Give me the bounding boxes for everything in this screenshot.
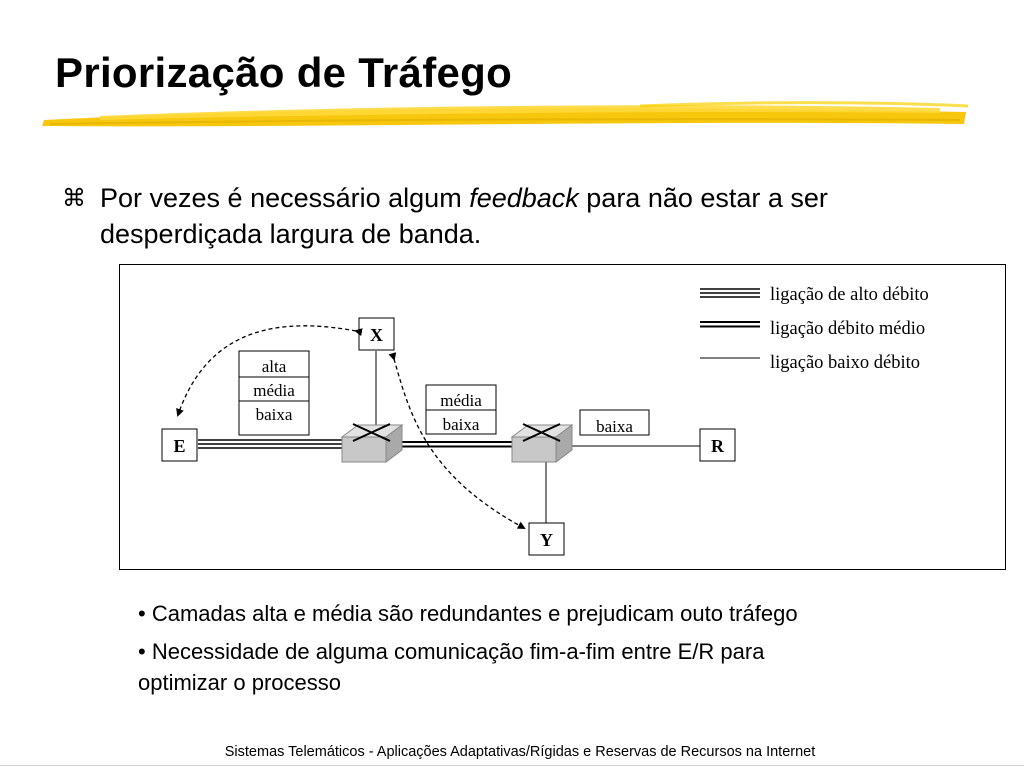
layer-box-3-item-1: baixa <box>596 417 633 436</box>
node-y-label: Y <box>540 530 553 550</box>
layer-box-1-item-2: média <box>253 381 295 400</box>
node-x: X <box>358 317 395 351</box>
router-1 <box>340 423 404 463</box>
sub-bullet-text: Camadas alta e média são redundantes e p… <box>145 601 798 626</box>
layer-box-router1-router2: média baixa <box>425 384 497 435</box>
legend-medium-line <box>700 321 760 328</box>
network-diagram: ligação de alto débito ligação débito mé… <box>119 264 1006 570</box>
router-2 <box>510 423 574 463</box>
slide-title: Priorização de Tráfego <box>55 49 513 96</box>
sub-bullet-marker: • <box>138 601 146 626</box>
node-e-label: E <box>173 436 185 456</box>
sub-bullet-item: • Camadas alta e média são redundantes e… <box>138 598 838 629</box>
link-e-router1-high <box>198 439 342 449</box>
layer-box-2-item-2: baixa <box>443 415 480 434</box>
sub-bullet-text: Necessidade de alguma comunicação fim-a-… <box>138 639 765 695</box>
legend: ligação de alto débito ligação débito mé… <box>700 285 929 373</box>
node-r-label: R <box>711 436 725 456</box>
sub-bullet-list: • Camadas alta e média são redundantes e… <box>138 598 838 705</box>
legend-high-line <box>700 288 760 298</box>
layer-box-1-item-1: alta <box>262 357 287 376</box>
node-x-label: X <box>370 325 383 345</box>
layer-box-e-router1: alta média baixa <box>238 350 310 436</box>
main-bullet-text-start: Por vezes é necessário algum <box>100 183 470 213</box>
main-bullet-text-end: para não estar a ser desperdiçada largur… <box>100 183 828 249</box>
footer-divider <box>0 765 1024 766</box>
layer-box-2-item-1: média <box>440 391 482 410</box>
link-router1-router2-medium <box>402 441 512 448</box>
sub-bullet-item: • Necessidade de alguma comunicação fim-… <box>138 636 838 698</box>
node-r: R <box>699 428 736 462</box>
main-bullet: ⌘ Por vezes é necessário algum feedback … <box>62 180 962 252</box>
layer-box-router2-r: baixa <box>579 409 650 436</box>
node-y: Y <box>528 522 565 556</box>
feedback-arrow-x-e <box>176 325 363 417</box>
node-e: E <box>161 428 198 462</box>
command-icon: ⌘ <box>62 184 86 212</box>
sub-bullet-marker: • <box>138 639 146 664</box>
legend-medium-label: ligação débito médio <box>770 319 925 339</box>
highlighter-stroke <box>42 101 969 127</box>
slide-footer: Sistemas Telemáticos - Aplicações Adapta… <box>224 744 816 760</box>
main-bullet-text: Por vezes é necessário algum feedback pa… <box>100 180 962 252</box>
main-bullet-italic: feedback <box>469 183 579 213</box>
legend-high-label: ligação de alto débito <box>770 285 929 305</box>
legend-low-label: ligação baixo débito <box>770 353 920 373</box>
feedback-arrow-x-y <box>388 352 526 529</box>
layer-box-1-item-3: baixa <box>256 405 293 424</box>
